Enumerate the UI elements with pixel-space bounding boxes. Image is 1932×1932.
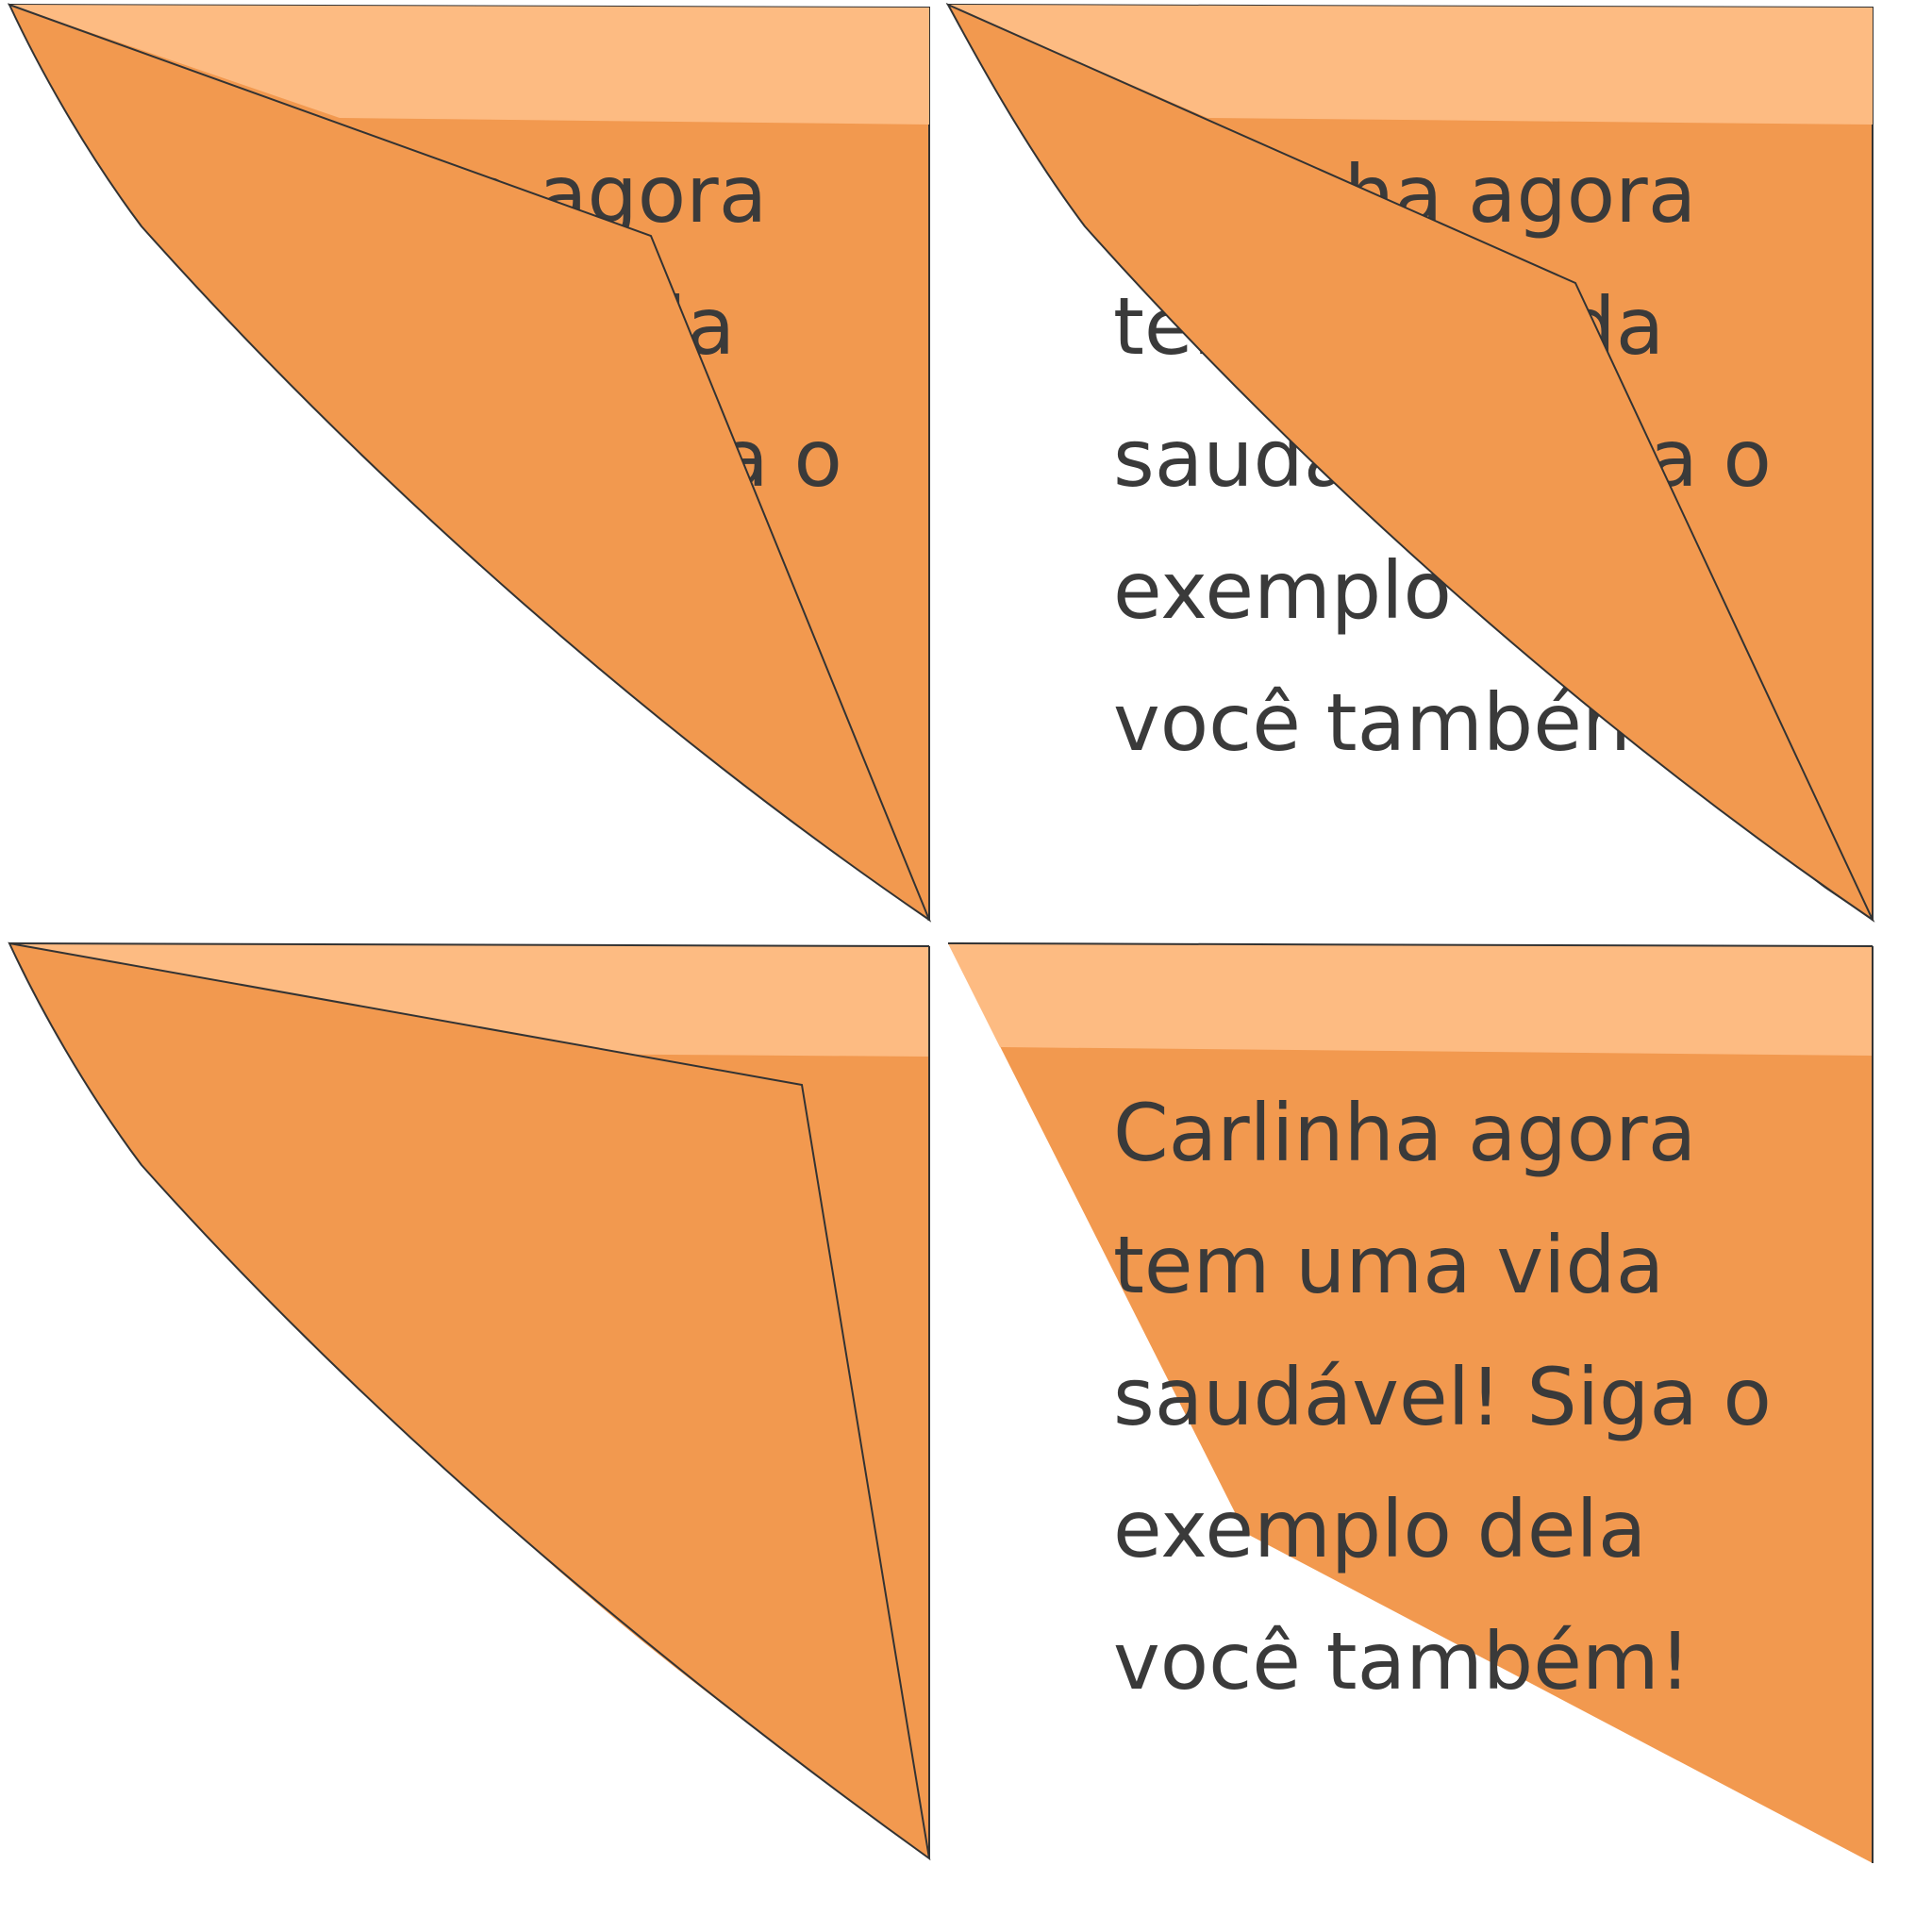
exposed-background: [943, 5, 1873, 920]
exposed-background: [0, 943, 929, 1882]
note-base: [948, 943, 1873, 1863]
curled-flap: [8, 3, 932, 923]
frame-1: Carlinha agora tem uma vida saudável! Si…: [0, 0, 943, 943]
curled-flap: [945, 2, 1875, 923]
sticky-note-frame-3: Carlinha agora tem uma vida saudável! Si…: [0, 941, 931, 1882]
note-line-2: tem uma vida: [1113, 1219, 1664, 1311]
frame-3: Carlinha agora tem uma vida saudável! Si…: [0, 939, 943, 1882]
sticky-note-frame-1: Carlinha agora tem uma vida saudável! Si…: [8, 3, 932, 923]
note-line-5: você também!: [1113, 1615, 1690, 1707]
note-line-1: Carlinha agora: [1113, 1087, 1696, 1179]
note-highlight: [948, 943, 1873, 1056]
note-line-4: exemplo dela: [1113, 1483, 1646, 1575]
curled-flap: [8, 941, 931, 1861]
note-highlight: [9, 5, 929, 125]
sticky-note-frame-4: Carlinha agora tem uma vida saudável! Si…: [947, 942, 1874, 1863]
note-line-3: saudável! Siga o: [1113, 1351, 1772, 1443]
sticky-note-frame-2: Carlinha agora tem uma vida saudável! Si…: [943, 2, 1875, 923]
frame-2: Carlinha agora tem uma vida saudável! Si…: [943, 0, 1887, 943]
frame-4: Carlinha agora tem uma vida saudável! Si…: [943, 939, 1887, 1882]
note-highlight: [948, 5, 1873, 125]
curl-shadow-area: [9, 5, 929, 920]
